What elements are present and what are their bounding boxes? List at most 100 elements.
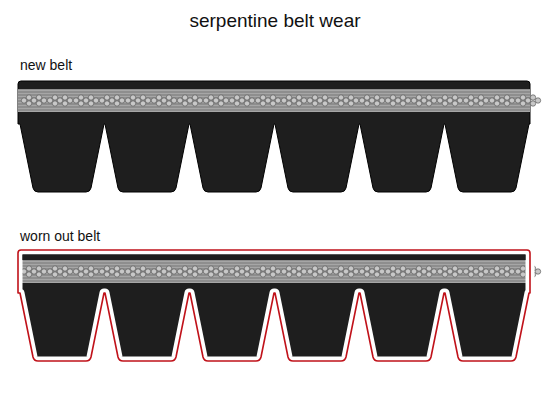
tension-cord (135, 98, 140, 103)
tension-cord (431, 269, 436, 274)
tension-cord (364, 101, 369, 106)
tension-cord (395, 98, 400, 103)
fabric-band (18, 89, 530, 112)
tension-cord (114, 272, 119, 277)
tension-cord (78, 272, 83, 277)
tension-cord (208, 95, 213, 100)
tension-cord (21, 98, 26, 103)
tension-cord (348, 266, 353, 271)
tension-cord (312, 101, 317, 106)
tension-cord (140, 101, 145, 106)
tension-cord (47, 98, 52, 103)
tension-cord (67, 98, 72, 103)
tension-cord (104, 101, 109, 106)
tension-cord (218, 272, 223, 277)
tension-cord (390, 95, 395, 100)
tension-cord (244, 272, 249, 277)
tension-cord (400, 101, 405, 106)
tension-cord (151, 98, 156, 103)
tension-cord (405, 269, 410, 274)
tension-cord (374, 266, 379, 271)
tension-cord (520, 95, 525, 100)
diagram-title: serpentine belt wear (189, 10, 360, 32)
tension-cord (296, 272, 301, 277)
tension-cord (83, 98, 88, 103)
tension-cord (374, 101, 379, 106)
tension-cord (218, 266, 223, 271)
tension-cord (447, 98, 452, 103)
tension-cord (515, 98, 520, 103)
tension-cord (31, 98, 36, 103)
tension-cord (156, 272, 161, 277)
tension-cord (468, 95, 473, 100)
tension-cord (525, 98, 530, 103)
tension-cord (203, 269, 208, 274)
tension-cord (234, 95, 239, 100)
tension-cord (260, 272, 265, 277)
tension-cord (416, 272, 421, 277)
tension-cord (114, 266, 119, 271)
tension-cord (374, 95, 379, 100)
tension-cord (509, 269, 514, 274)
tension-cord (400, 266, 405, 271)
tension-cord (130, 266, 135, 271)
tension-cord (119, 269, 124, 274)
tension-cord (156, 95, 161, 100)
tension-cord (301, 98, 306, 103)
tension-cord (327, 269, 332, 274)
tension-cord (374, 272, 379, 277)
tension-cord (151, 269, 156, 274)
tension-cord (520, 266, 525, 271)
tension-cord (88, 101, 93, 106)
tension-cord (489, 98, 494, 103)
tension-cord (296, 95, 301, 100)
tension-cord (192, 101, 197, 106)
tension-cord (322, 272, 327, 277)
tension-cord (244, 266, 249, 271)
tension-cord (296, 266, 301, 271)
tension-cord (353, 98, 358, 103)
tension-cord (442, 101, 447, 106)
tension-cord (156, 101, 161, 106)
tension-cord (187, 98, 192, 103)
tension-cord (270, 266, 275, 271)
tension-cord (468, 272, 473, 277)
tension-cord (395, 269, 400, 274)
tension-cord (478, 272, 483, 277)
belt-label: new belt (20, 57, 72, 73)
new-belt-profile (18, 81, 541, 192)
tension-cord (36, 266, 41, 271)
tension-cord (104, 95, 109, 100)
tension-cord (333, 98, 338, 103)
tension-cord (265, 269, 270, 274)
tension-cord (494, 272, 499, 277)
tension-cord (317, 98, 322, 103)
tension-cord (41, 98, 46, 103)
tension-cord (275, 269, 280, 274)
tension-cord (463, 98, 468, 103)
tension-cord (442, 95, 447, 100)
tension-cord (421, 98, 426, 103)
tension-cord (426, 101, 431, 106)
tension-cord (36, 95, 41, 100)
tension-cord (187, 269, 192, 274)
tension-cord (426, 95, 431, 100)
tension-cord (312, 266, 317, 271)
tension-cord (182, 101, 187, 106)
tension-cord (416, 95, 421, 100)
tension-cord (208, 101, 213, 106)
tension-cord (364, 272, 369, 277)
tension-cord (26, 266, 31, 271)
tension-cord (452, 266, 457, 271)
tension-cord (223, 269, 228, 274)
tension-cord (400, 95, 405, 100)
tension-cord (26, 272, 31, 277)
tension-cord (31, 269, 36, 274)
tension-cord (249, 98, 254, 103)
tension-cord (468, 101, 473, 106)
belt-body (18, 250, 530, 361)
tension-cord (36, 272, 41, 277)
tension-cord (338, 272, 343, 277)
tension-cord (473, 98, 478, 103)
tension-cord (197, 98, 202, 103)
